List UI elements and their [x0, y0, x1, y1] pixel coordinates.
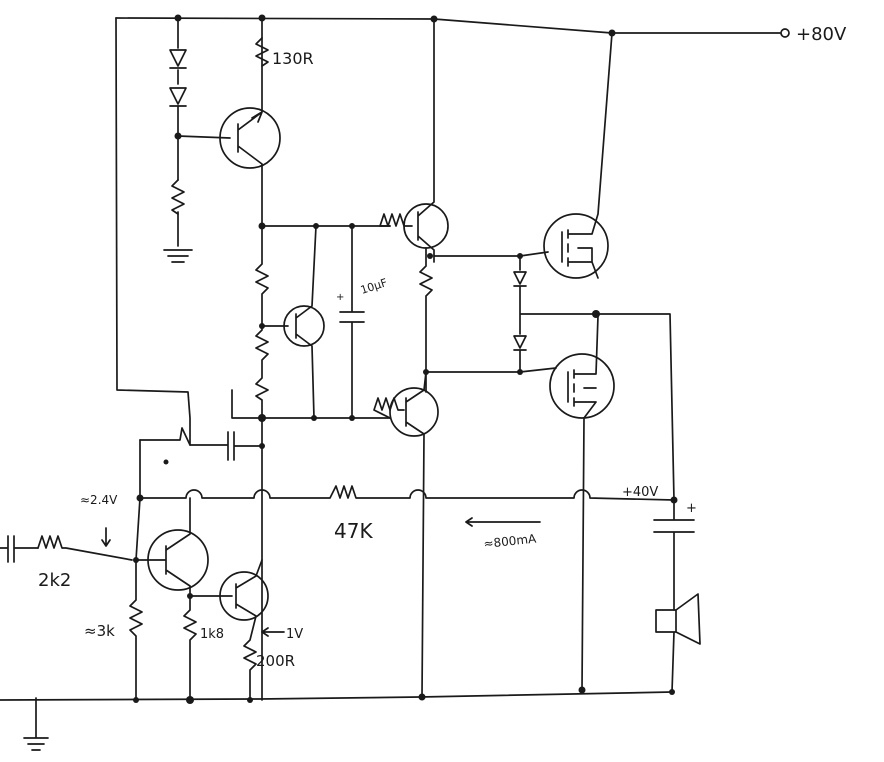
output-node-wire — [595, 313, 675, 501]
vas-emitter-resistor-label: 200R — [256, 652, 295, 670]
resistor-130R-label: 130R — [272, 49, 314, 68]
bootstrap-link — [231, 389, 263, 419]
voltage-arrow-vas — [261, 627, 285, 637]
capacitor-10uF-label: 10μF — [359, 276, 389, 297]
bias-voltage-label: ≈2.4V — [80, 493, 118, 507]
gate-diode-stack — [513, 255, 597, 373]
input-transistor-leads — [135, 497, 197, 701]
upper-gate-wire — [433, 251, 549, 257]
ground-symbol-main — [23, 697, 49, 751]
supply-terminal — [780, 28, 790, 38]
ground-symbol-bias — [163, 249, 193, 263]
current-source-transistor — [219, 107, 281, 169]
speaker — [655, 593, 701, 693]
upper-mosfet-symbol — [561, 32, 613, 279]
vbe-multiplier-stack — [255, 225, 269, 701]
base-link — [177, 135, 231, 139]
supply-voltage-label: +80V — [796, 24, 847, 45]
capacitor-plus-label: + — [336, 292, 344, 303]
diode-1 — [169, 49, 187, 69]
vbe-multiplier-leads — [261, 225, 317, 419]
upper-output-mosfet — [543, 213, 609, 279]
midpoint-voltage-label: +40V — [622, 485, 658, 500]
input-resistor-2k2 — [37, 535, 133, 561]
lower-driver-base-resistor — [373, 397, 405, 419]
bootstrap-cap-wire — [139, 427, 263, 461]
ground-rail — [0, 691, 673, 701]
vas-transistor-leads — [189, 559, 263, 701]
junction-dots — [133, 14, 678, 704]
emitter-resistor-1k8-label: 1k8 — [200, 627, 224, 642]
capacitor-10uF — [339, 225, 365, 419]
driver-emitter-resistor — [419, 247, 433, 393]
bias-resistor-zigzag — [171, 179, 185, 215]
current-arrow — [465, 517, 541, 527]
bias-node-wire — [129, 497, 143, 701]
voltage-arrow-input — [101, 527, 111, 547]
diode-2 — [169, 87, 187, 107]
lower-gate-wire — [425, 367, 557, 373]
input-resistor-label: 2k2 — [38, 570, 71, 591]
supply-rail — [115, 17, 781, 34]
lower-mosfet-symbol — [567, 315, 599, 691]
left-loop-wire — [115, 17, 191, 446]
lower-output-mosfet — [549, 353, 615, 419]
output-capacitor-plus-label: + — [686, 501, 697, 516]
current-source-transistor-leads — [237, 17, 263, 227]
feedback-resistor-label: 47K — [334, 519, 373, 543]
upper-driver-leads — [417, 18, 435, 263]
upper-driver-base-resistor — [379, 213, 413, 227]
bias-resistor-label: ≈3k — [84, 622, 115, 640]
output-current-label: ≈800mA — [483, 531, 538, 551]
resistor-130R — [255, 37, 269, 67]
lower-driver-leads — [405, 371, 427, 698]
output-capacitor — [653, 499, 695, 611]
input-coupling-capacitor — [0, 535, 39, 563]
feedback-line-47K — [139, 485, 675, 501]
lower-driver-transistor — [389, 387, 439, 437]
vas-voltage-label: 1V — [286, 627, 303, 642]
